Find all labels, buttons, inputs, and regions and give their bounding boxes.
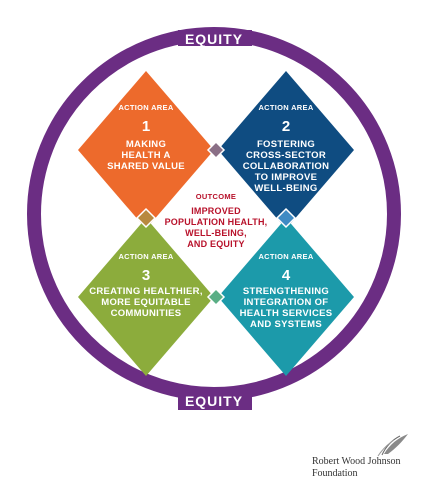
connector-diamond-bottom — [206, 287, 226, 307]
action-area-3-line: CREATING HEALTHIER, — [89, 286, 203, 297]
action-area-1-line: HEALTH A — [121, 150, 170, 161]
action-area-1-line: SHARED VALUE — [107, 161, 185, 172]
action-area-3-tag: ACTION AREA — [118, 252, 173, 261]
action-area-2-line: CROSS-SECTOR — [246, 150, 326, 161]
equity-bottom-label: EQUITY — [185, 393, 243, 409]
action-area-3-line: COMMUNITIES — [111, 308, 182, 319]
outcome-tag: OUTCOME — [196, 192, 236, 201]
action-area-4-number: 4 — [282, 267, 291, 284]
connector-diamond-top — [206, 140, 226, 160]
action-area-3-line: MORE EQUITABLE — [101, 297, 191, 308]
logo-line-1: Robert Wood Johnson — [312, 456, 401, 467]
equity-bottom-bg — [178, 392, 252, 410]
action-area-4-line: STRENGTHENING — [243, 286, 329, 297]
action-area-4-line: AND SYSTEMS — [250, 319, 322, 330]
logo-line-2: Foundation — [312, 468, 358, 479]
action-area-2-line: TO IMPROVE — [255, 172, 317, 183]
action-area-1-tag: ACTION AREA — [118, 103, 173, 112]
action-area-1-diamond — [78, 71, 214, 229]
action-area-2-line: COLLABORATION — [243, 161, 330, 172]
connector-diamond-right — [275, 207, 297, 229]
action-area-4-tag: ACTION AREA — [258, 252, 313, 261]
action-area-4-diamond — [218, 218, 354, 376]
action-area-2-number: 2 — [282, 118, 290, 135]
outcome-line: AND EQUITY — [187, 239, 245, 249]
action-area-3-diamond — [78, 218, 214, 376]
action-area-1-number: 1 — [142, 118, 150, 135]
action-area-1-line: MAKING — [126, 139, 166, 150]
rwjf-logo: Robert Wood Johnson Foundation — [312, 432, 422, 482]
action-area-2-line: FOSTERING — [257, 139, 315, 150]
action-area-2-line: WELL-BEING — [254, 183, 317, 194]
equity-top-label: EQUITY — [185, 31, 243, 47]
connector-diamond-left — [135, 207, 157, 229]
action-area-4-line: HEALTH SERVICES — [240, 308, 333, 319]
outcome-line: IMPROVED — [191, 206, 241, 216]
outcome-line: POPULATION HEALTH, — [165, 217, 268, 227]
action-area-3-number: 3 — [142, 267, 150, 284]
action-area-2-diamond — [218, 71, 354, 229]
equity-top-bg — [178, 30, 252, 46]
feather-icon — [377, 434, 408, 457]
outcome-line: WELL-BEING, — [185, 228, 247, 238]
action-area-4-line: INTEGRATION OF — [244, 297, 329, 308]
action-area-2-tag: ACTION AREA — [258, 103, 313, 112]
